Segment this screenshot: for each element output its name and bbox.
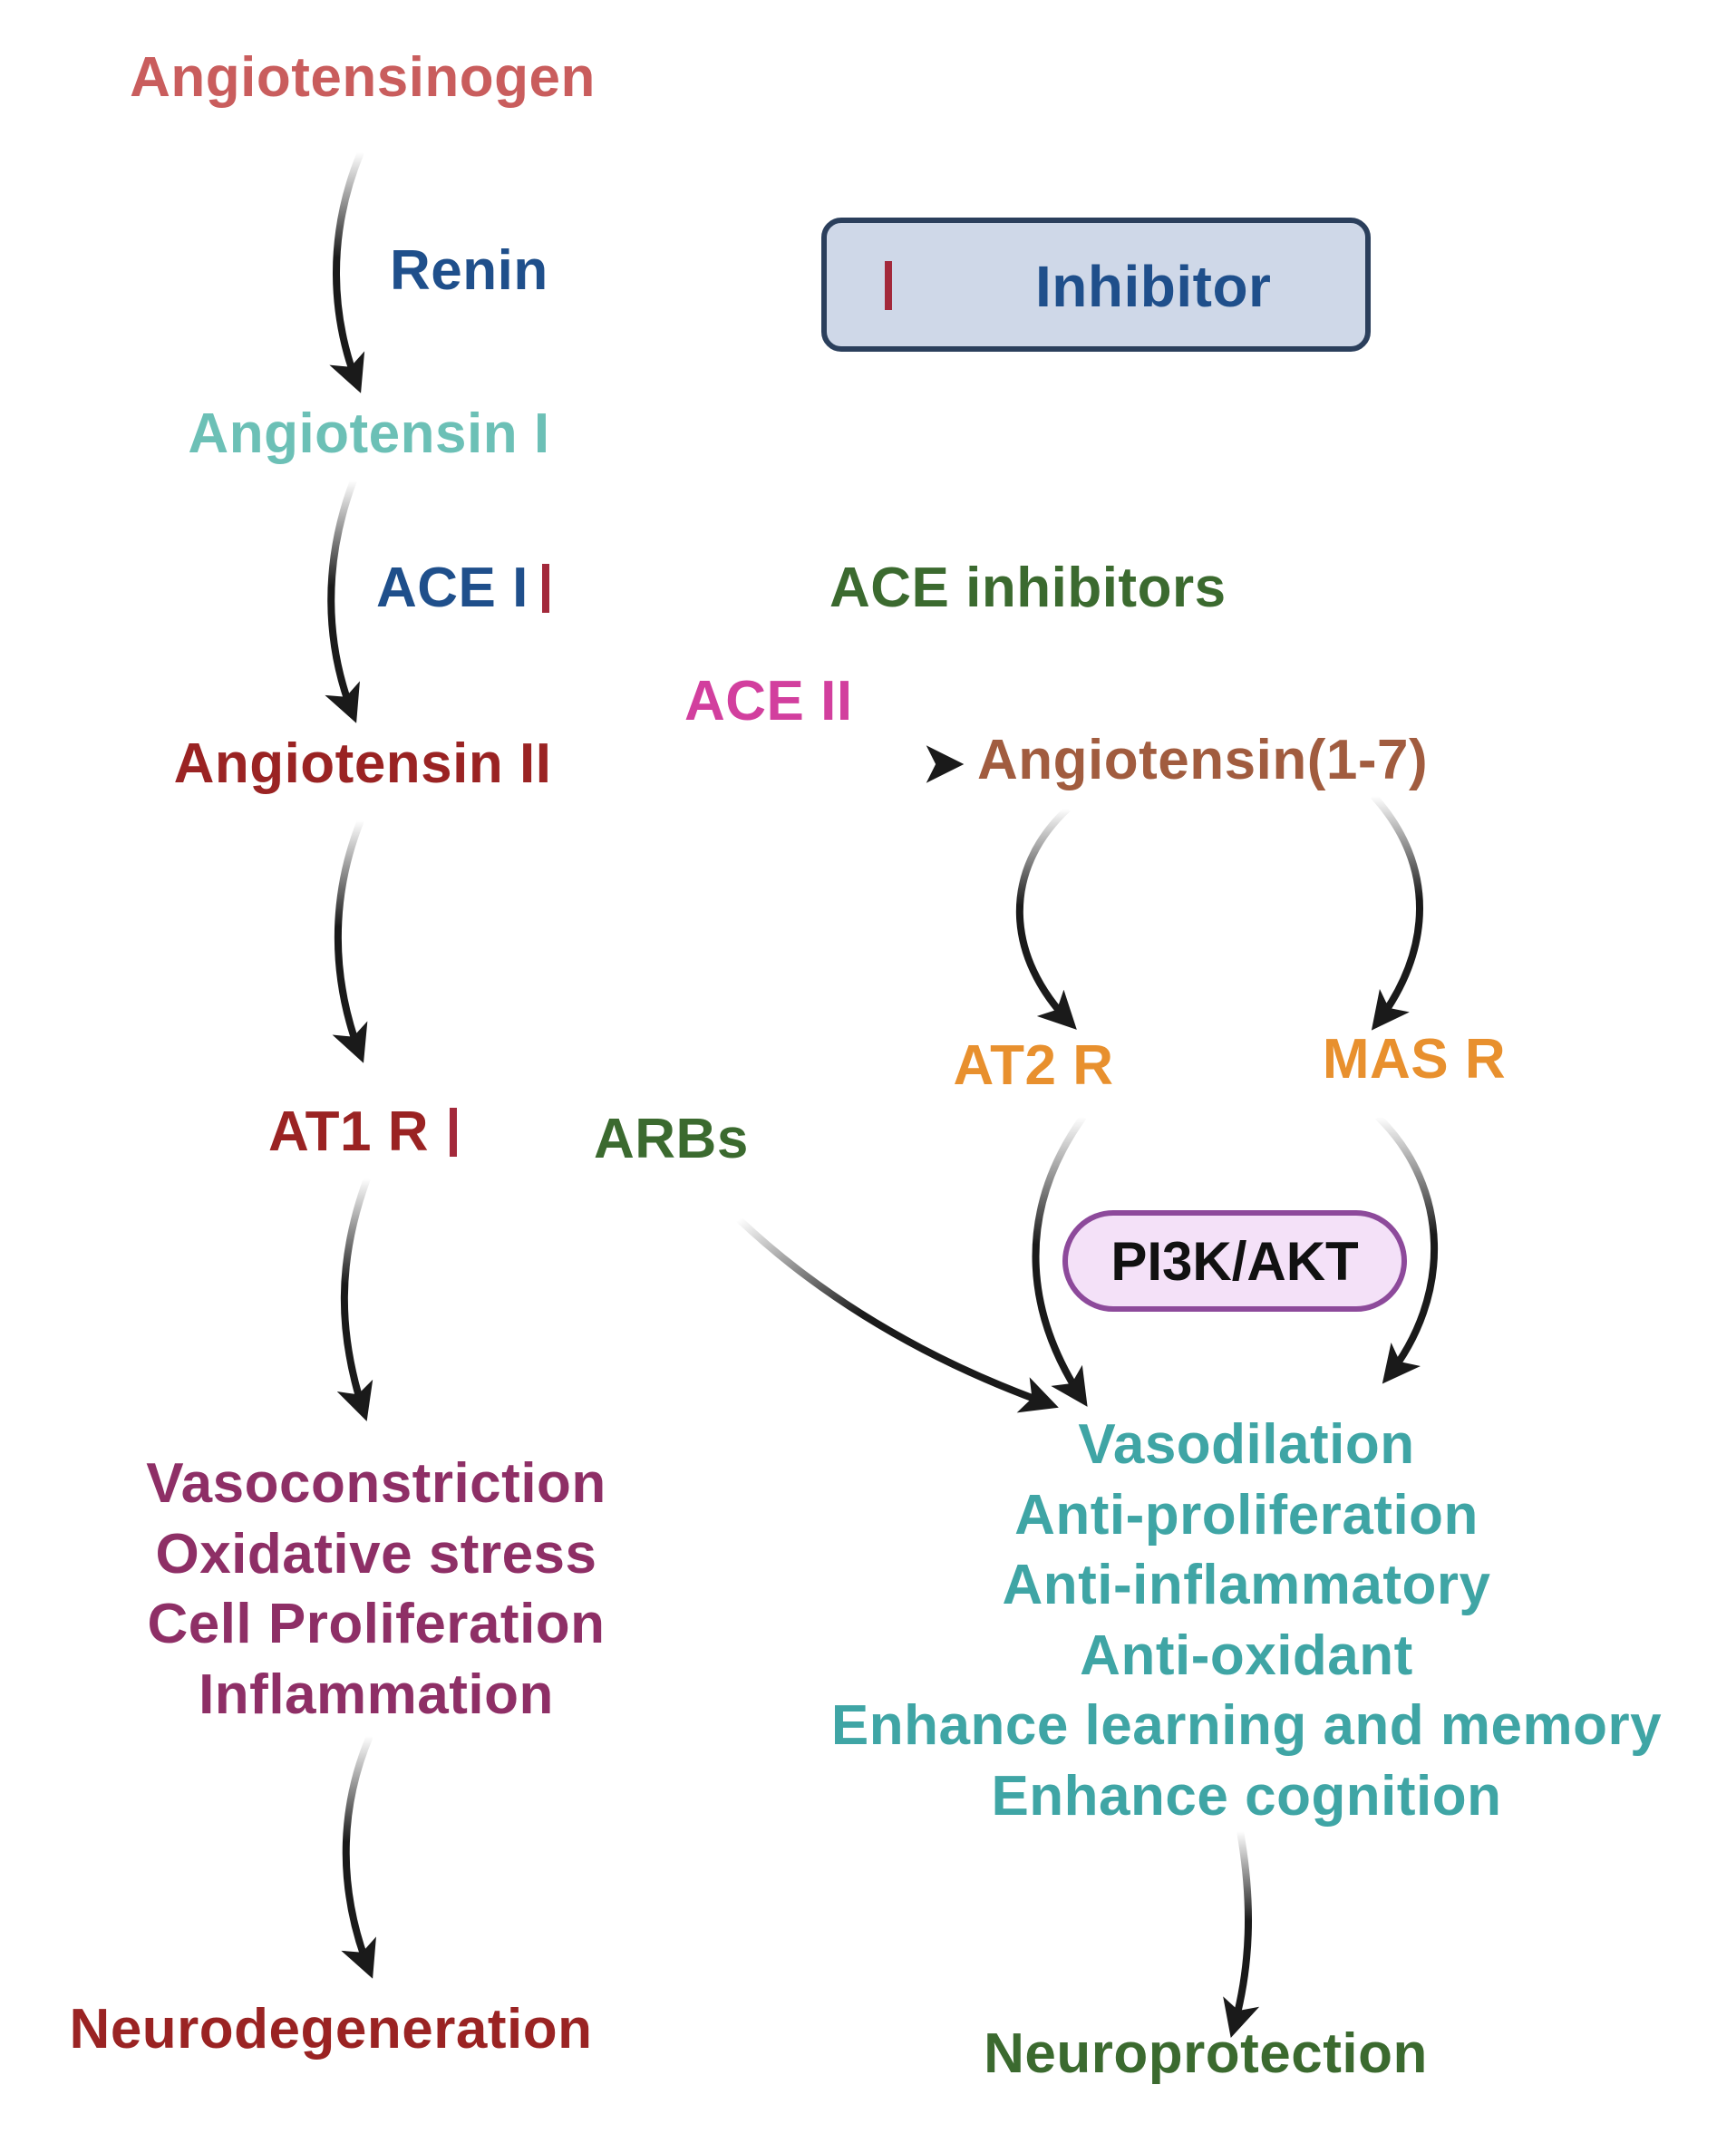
protective-effect-item: Vasodilation bbox=[1078, 1413, 1415, 1476]
arrow-at1-r-to-harmful-effects bbox=[336, 1177, 373, 1421]
arrow-harmful-effects-to-neurodegeneration bbox=[341, 1734, 376, 1979]
protective-effect-item: Anti-inflammatory bbox=[1002, 1554, 1491, 1616]
arrow-angiotensin-1-7-to-at2-r bbox=[1015, 806, 1077, 1030]
node-ace-1: ACE I bbox=[376, 557, 529, 619]
node-pi3k-akt: PI3K/AKT bbox=[1062, 1210, 1407, 1312]
inhibitor-bar-icon bbox=[885, 261, 1017, 310]
arrow-angiotensin-1-7-to-mas-r bbox=[1371, 793, 1423, 1031]
node-ace-2: ACE II bbox=[684, 670, 853, 732]
arrow-protective-effects-to-neuroprotection bbox=[1223, 1830, 1260, 2039]
node-at1-r: AT1 R bbox=[268, 1101, 430, 1163]
arrow-angiotensin-2-to-at1-r bbox=[332, 819, 368, 1063]
arrow-arbs-to-protective-effects bbox=[736, 1217, 1059, 1413]
pi3k-akt-label: PI3K/AKT bbox=[1110, 1230, 1359, 1292]
node-neuroprotection: Neuroprotection bbox=[984, 2022, 1428, 2085]
node-angiotensin-1-7: Angiotensin(1-7) bbox=[977, 729, 1429, 791]
node-neurodegeneration: Neurodegeneration bbox=[69, 1998, 593, 2061]
legend-box: Inhibitor bbox=[821, 218, 1371, 352]
node-angiotensin-2: Angiotensin II bbox=[173, 732, 552, 795]
node-at2-r: AT2 R bbox=[953, 1034, 1114, 1097]
arrow-mas-r-to-protective-effects bbox=[1375, 1114, 1439, 1384]
protective-effect-item: Enhance cognition bbox=[991, 1764, 1502, 1828]
legend-inhibitor-label: Inhibitor bbox=[1035, 254, 1272, 319]
node-angiotensinogen: Angiotensinogen bbox=[130, 46, 596, 109]
protective-effect-item: Enhance learning and memory bbox=[830, 1694, 1663, 1757]
node-arbs: ARBs bbox=[594, 1108, 749, 1170]
arrow-at2-r-to-protective-effects bbox=[1032, 1114, 1088, 1407]
harmful-effect-item: Inflammation bbox=[199, 1663, 554, 1726]
harmful-effect-item: Cell Proliferation bbox=[147, 1593, 606, 1655]
arrow-angiotensin-1-to-angiotensin-2 bbox=[325, 479, 360, 723]
protective-effect-item: Anti-proliferation bbox=[1014, 1483, 1479, 1547]
arrow-angiotensinogen-to-angiotensin-1 bbox=[329, 150, 365, 393]
harmful-effect-item: Oxidative stress bbox=[155, 1522, 597, 1585]
inhibition-ace-inhibitors-to-ace-1 bbox=[542, 564, 811, 613]
node-renin: Renin bbox=[390, 239, 548, 302]
harmful-effect-item: Vasoconstriction bbox=[146, 1452, 606, 1515]
protective-effect-item: Anti-oxidant bbox=[1080, 1624, 1413, 1687]
node-angiotensin-1: Angiotensin I bbox=[188, 402, 550, 465]
node-ace-inhibitors: ACE inhibitors bbox=[829, 557, 1227, 619]
harmful-effects-list: Vasoconstriction Oxidative stress Cell P… bbox=[146, 1449, 606, 1730]
protective-effects-list: Vasodilation Anti-proliferation Anti-inf… bbox=[831, 1410, 1662, 1831]
node-mas-r: MAS R bbox=[1322, 1028, 1507, 1091]
inhibition-arbs-to-at1-r bbox=[450, 1108, 569, 1157]
